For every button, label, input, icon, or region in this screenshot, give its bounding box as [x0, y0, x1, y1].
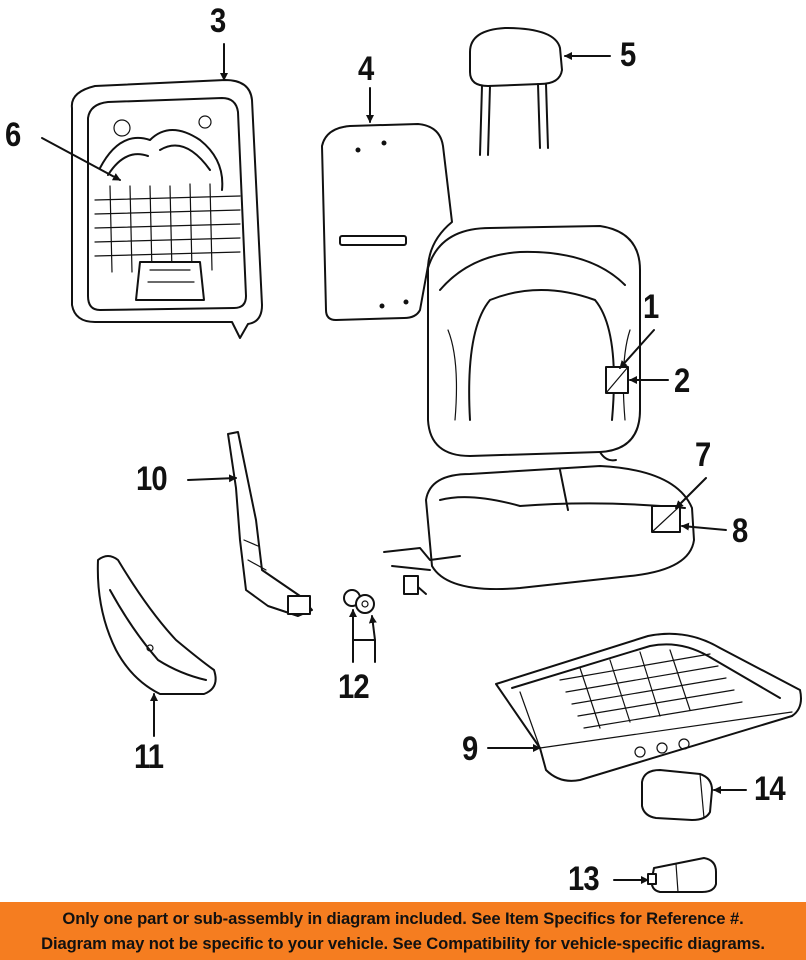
headrest-part — [469, 27, 563, 156]
seatback-panel-part — [321, 123, 453, 321]
seatback-cushion-part — [427, 225, 641, 462]
callout-7: 7 — [695, 436, 711, 474]
arrow-12-bracket — [352, 639, 376, 663]
callout-10: 10 — [136, 460, 168, 498]
callout-6: 6 — [5, 116, 21, 154]
callout-13: 13 — [568, 860, 600, 898]
disclaimer-banner: Only one part or sub-assembly in diagram… — [0, 902, 806, 960]
arrow-10 — [187, 474, 237, 483]
callout-12: 12 — [338, 668, 370, 706]
callout-8: 8 — [732, 512, 748, 550]
callout-11: 11 — [134, 738, 164, 776]
arrow-6 — [41, 137, 121, 181]
arrow-8 — [681, 522, 727, 531]
seat-exploded-diagram — [41, 27, 802, 893]
side-shield-part — [96, 555, 217, 695]
callout-3: 3 — [210, 2, 226, 40]
seat-cushion-part — [383, 465, 695, 595]
adjuster-knob-part — [343, 589, 375, 614]
disclaimer-line-1: Only one part or sub-assembly in diagram… — [62, 909, 744, 928]
callout-14: 14 — [754, 770, 786, 808]
seat-motor-part — [641, 769, 713, 821]
callout-1: 1 — [643, 288, 659, 326]
callout-4: 4 — [358, 50, 374, 88]
seatback-frame-part — [70, 79, 263, 339]
callout-2: 2 — [674, 362, 690, 400]
seat-track-frame-part — [495, 632, 802, 782]
small-motor-part — [647, 857, 717, 893]
leader-arrows — [41, 43, 747, 884]
arrow-7 — [675, 477, 707, 509]
callout-9: 9 — [462, 730, 478, 768]
recliner-bracket-part — [227, 431, 313, 617]
arrow-1 — [619, 329, 655, 369]
disclaimer-line-2: Diagram may not be specific to your vehi… — [41, 934, 765, 953]
callout-5: 5 — [620, 36, 636, 74]
